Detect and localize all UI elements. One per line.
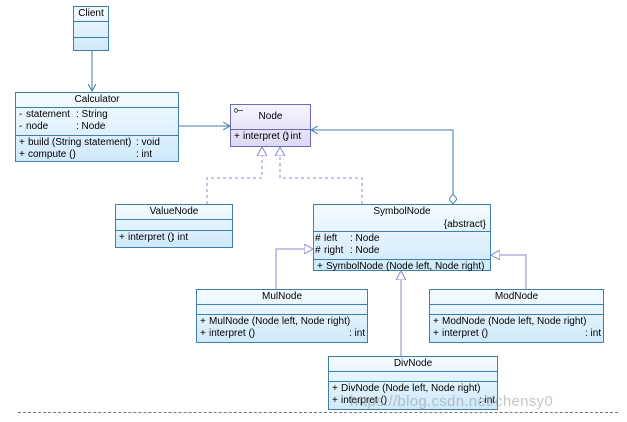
visibility: + (119, 232, 125, 243)
class-name: MulNode (261, 291, 303, 302)
visibility: # (315, 233, 321, 244)
visibility: + (19, 137, 25, 148)
attribute-name: left (324, 233, 338, 244)
visibility: + (433, 328, 439, 339)
operation-row: + ModNode (Node left, Node right) (430, 316, 603, 328)
operation-signature: ModNode (Node left, Node right) (442, 316, 587, 327)
operations-section: + SymbolNode (Node left, Node right) (314, 259, 490, 275)
modnode-symbolnode-generalization (491, 255, 527, 289)
visibility: + (200, 316, 206, 327)
watermark-text: https://blog.csdn.net/chensy0 (350, 393, 553, 410)
class-name-text: Node (258, 111, 283, 122)
attribute-row: - node : Node (16, 121, 178, 133)
attribute-row: # left : Node (314, 233, 490, 245)
operation-signature: interpret () (128, 232, 175, 243)
operation-signature: interpret () (442, 328, 489, 339)
operations-section: + MulNode (Node left, Node right) + inte… (197, 314, 367, 342)
class-name: SymbolNode (373, 206, 431, 217)
class-mulnode[interactable]: MulNode + MulNode (Node left, Node right… (196, 289, 368, 343)
symbolnode-node-realization (280, 147, 363, 204)
attribute-row: # right : Node (314, 245, 490, 257)
class-name: ValueNode (149, 206, 199, 217)
interface-icon (234, 108, 243, 113)
return-type: : int (349, 328, 366, 339)
operation-row: + interpret () : int (430, 328, 603, 340)
operation-row: + SymbolNode (Node left, Node right) (314, 261, 490, 273)
attributes-section (430, 304, 603, 314)
operation-row: + build (String statement) : void (16, 137, 178, 149)
attribute-type: : Node (350, 245, 380, 256)
operations-section (74, 37, 108, 52)
class-symbolnode[interactable]: SymbolNode {abstract} # left : Node # ri… (313, 204, 491, 272)
operation-row: + interpret () : int (197, 328, 367, 340)
class-name: Node (231, 105, 310, 129)
attributes-section (116, 219, 232, 230)
operations-section: + DivNode (Node left, Node right) + inte… (329, 381, 497, 409)
attributes-section: - statement : String - node : Node (16, 107, 178, 135)
visibility: - (19, 121, 23, 132)
operation-signature: interpret () (209, 328, 256, 339)
class-name: Calculator (74, 94, 120, 105)
attributes-section: # left : Node # right : Node (314, 231, 490, 259)
attributes-section (197, 304, 367, 314)
return-type: : void (136, 137, 160, 148)
visibility: + (332, 395, 338, 406)
class-name: DivNode (393, 358, 433, 369)
return-type: : int (172, 232, 189, 243)
operations-section: + interpret () : int (231, 129, 310, 145)
visibility: + (200, 328, 206, 339)
class-name: Client (78, 8, 104, 19)
attribute-name: node (26, 121, 49, 132)
attribute-name: right (324, 245, 344, 256)
operations-section: + build (String statement) : void + comp… (16, 135, 178, 163)
return-type: : int (285, 131, 302, 142)
class-valuenode[interactable]: ValueNode + interpret () : int (115, 204, 233, 248)
attributes-section (329, 371, 497, 381)
operation-signature: SymbolNode (Node left, Node right) (326, 261, 485, 272)
visibility: + (317, 261, 323, 272)
valuenode-node-realization (206, 147, 262, 204)
symbolnode-node-aggregation (311, 130, 453, 204)
class-calculator[interactable]: Calculator - statement : String - node :… (15, 92, 179, 162)
attribute-type: : Node (350, 233, 380, 244)
abstract-stereotype: {abstract} (443, 219, 486, 230)
operations-section: + ModNode (Node left, Node right) + inte… (430, 314, 603, 342)
class-client[interactable]: Client (73, 6, 109, 51)
attribute-type: : String (76, 109, 108, 120)
return-type: : int (136, 149, 153, 160)
class-node[interactable]: Node + interpret () : int (230, 104, 311, 147)
operation-signature: interpret () (243, 131, 290, 142)
attribute-type: : Node (76, 121, 106, 132)
visibility: + (234, 131, 240, 142)
visibility: + (433, 316, 439, 327)
operation-signature: MulNode (Node left, Node right) (209, 316, 351, 327)
operation-row: + interpret () : int (329, 395, 497, 407)
operation-signature: compute () (28, 149, 76, 160)
visibility: + (332, 383, 338, 394)
class-name: ModNode (494, 291, 539, 302)
class-modnode[interactable]: ModNode + ModNode (Node left, Node right… (429, 289, 604, 343)
operation-row: + interpret () : int (116, 232, 232, 244)
operation-signature: DivNode (Node left, Node right) (341, 383, 481, 394)
visibility: + (19, 149, 25, 160)
operation-row: + MulNode (Node left, Node right) (197, 316, 367, 328)
return-type: : int (479, 395, 496, 406)
operation-signature: build (String statement) (28, 137, 132, 148)
return-type: : int (585, 328, 602, 339)
operation-row: + DivNode (Node left, Node right) (329, 383, 497, 395)
operation-row: + compute () : int (16, 149, 178, 161)
bottom-divider (18, 412, 618, 413)
operation-signature: interpret () (341, 395, 388, 406)
attribute-name: statement (26, 109, 70, 120)
attributes-section (74, 21, 108, 37)
attribute-row: - statement : String (16, 109, 178, 121)
operations-section: + interpret () : int (116, 230, 232, 246)
operation-row: + interpret () : int (231, 131, 310, 143)
class-divnode[interactable]: DivNode + DivNode (Node left, Node right… (328, 356, 498, 410)
visibility: # (315, 245, 321, 256)
mulnode-symbolnode-generalization (275, 249, 313, 289)
visibility: - (19, 109, 23, 120)
